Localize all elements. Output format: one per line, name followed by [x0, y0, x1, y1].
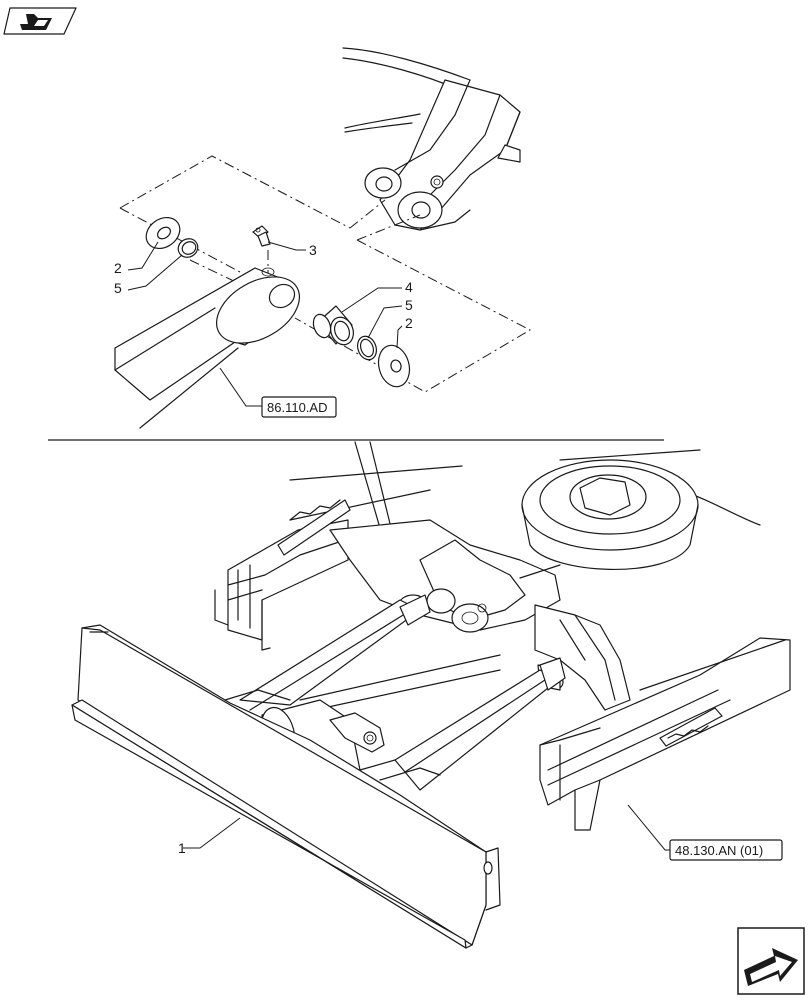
callout-1: 1: [178, 840, 186, 856]
dozer-blade[interactable]: [71, 624, 501, 949]
push-arms: [239, 594, 566, 791]
svg-text:48.130.AN (01): 48.130.AN (01): [675, 843, 763, 858]
washer-left[interactable]: [140, 211, 186, 255]
callout-2-right: 2: [405, 315, 413, 331]
callout-5-right: 5: [405, 297, 413, 313]
washer-right[interactable]: [374, 342, 414, 390]
grease-fitting[interactable]: [252, 225, 271, 247]
cylinder-end[interactable]: [114, 263, 311, 429]
ring-left[interactable]: [175, 235, 201, 261]
pivot-bracket: [329, 519, 561, 633]
left-track-frame: [214, 499, 351, 651]
svg-text:86.110.AD: 86.110.AD: [267, 400, 327, 415]
ref-box-86-110-ad[interactable]: 86.110.AD: [261, 396, 337, 418]
next-page-arrow-icon[interactable]: [737, 927, 805, 995]
ref-box-48-130-an[interactable]: 48.130.AN (01): [669, 839, 783, 861]
book-arrow-icon[interactable]: [3, 7, 77, 35]
turntable: [521, 459, 699, 570]
main-view: 1 48.130.AN (01): [71, 441, 791, 949]
ring-right[interactable]: [354, 334, 379, 363]
right-track: [539, 637, 791, 831]
bushing[interactable]: [310, 305, 357, 348]
callout-3: 3: [309, 242, 317, 258]
callout-4: 4: [405, 279, 413, 295]
detail-view: 2 5 3 4 5 2 86.110.AD: [114, 47, 532, 429]
callout-2-left: 2: [114, 260, 122, 276]
right-frame: [534, 604, 631, 711]
callout-5-left: 5: [114, 280, 122, 296]
